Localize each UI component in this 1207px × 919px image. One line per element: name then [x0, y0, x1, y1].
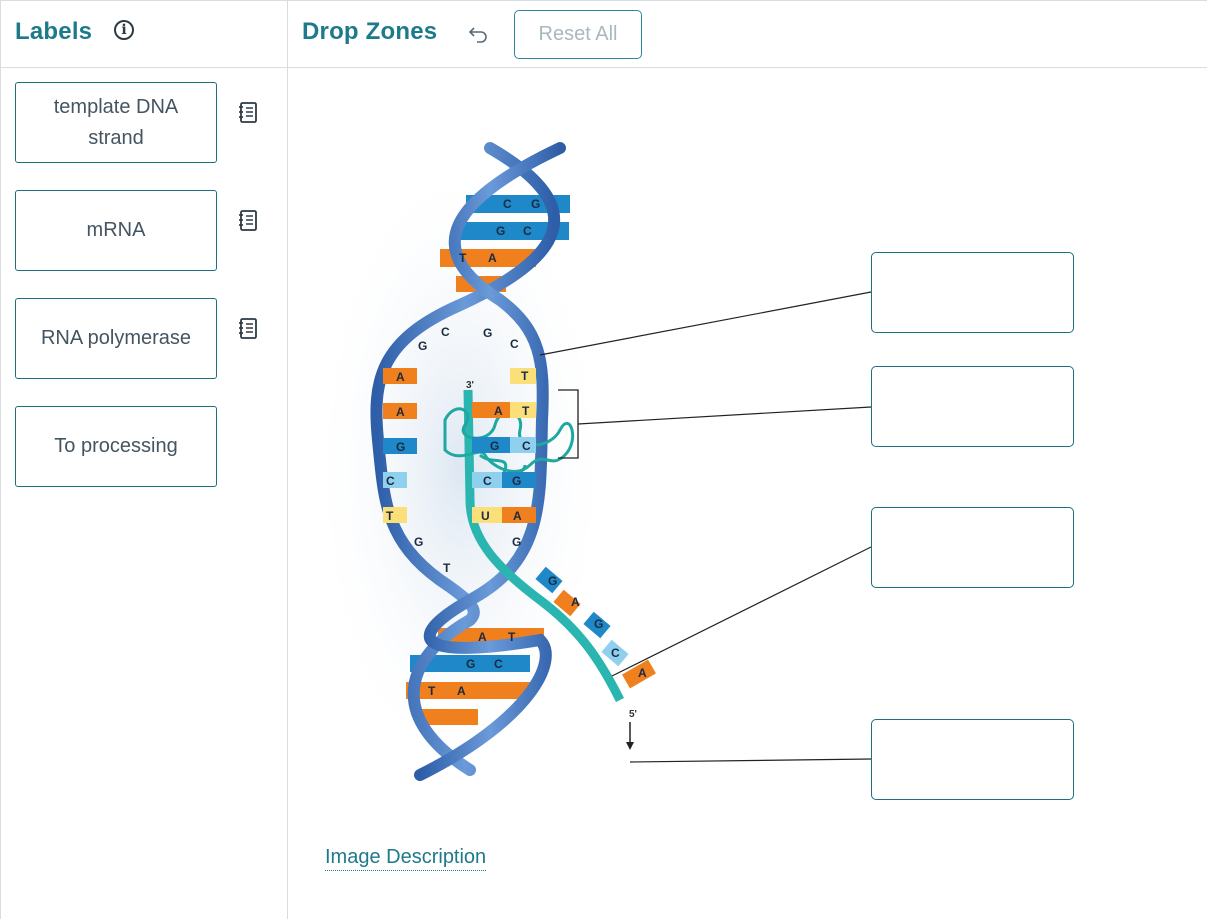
drop-zones-title: Drop Zones	[302, 18, 438, 45]
labels-title: Labels	[15, 18, 93, 45]
bottom-pair-0-b: T	[508, 630, 516, 644]
drop-zone-4[interactable]	[871, 719, 1074, 800]
label-card-template-dna[interactable]: template DNA strand	[15, 82, 217, 163]
leader-line-1	[539, 291, 872, 356]
bubble-top-3: C	[510, 337, 519, 351]
mrna-tail-1: G	[548, 574, 557, 588]
five-prime-label: 5'	[629, 709, 637, 720]
top-pair-0-b: G	[531, 197, 540, 211]
mrna-strand	[463, 389, 625, 703]
label-card-text: RNA polymerase	[40, 327, 192, 349]
notebook-icon[interactable]	[238, 102, 258, 124]
bubble-top-2: G	[483, 326, 492, 340]
mrna-tail-0: G	[512, 535, 521, 549]
top-border	[0, 0, 1207, 1]
top-pair-1-a: G	[496, 224, 505, 238]
image-description-link[interactable]: Image Description	[325, 845, 487, 871]
bottom-pair-1-a: G	[466, 657, 475, 671]
rna-polymerase-shape	[443, 407, 575, 473]
label-card-mrna[interactable]: mRNA	[15, 190, 217, 271]
top-pair-0-a: C	[503, 197, 512, 211]
left-border	[0, 0, 1, 919]
info-icon[interactable]: i	[114, 20, 134, 40]
label-card-text: mRNA	[86, 219, 146, 241]
mrna-tail-5: A	[638, 666, 647, 680]
left-base-6: T	[443, 561, 451, 575]
dna-backbone	[370, 142, 566, 781]
paired-1-b: C	[522, 439, 531, 453]
notebook-icon[interactable]	[238, 210, 258, 232]
paired-0-b: T	[522, 404, 530, 418]
three-prime-label: 3'	[466, 380, 474, 391]
mrna-tail-2: A	[571, 595, 580, 609]
label-card-to-processing[interactable]: To processing	[15, 406, 217, 487]
bottom-pair-2-a: T	[428, 684, 436, 698]
left-base-0: A	[396, 370, 405, 384]
template-strand-bases	[383, 368, 417, 523]
paired-1-a: G	[490, 439, 499, 453]
bottom-pair-2-b: A	[457, 684, 466, 698]
paired-3-a: U	[481, 509, 490, 523]
paired-2-a: C	[483, 474, 492, 488]
direction-arrow-icon	[626, 722, 634, 750]
label-card-text: template DNA strand	[53, 95, 179, 149]
bottom-pair-0-a: A	[478, 630, 487, 644]
mrna-tail-3: G	[594, 617, 603, 631]
mrna-tail-bases	[535, 566, 656, 689]
top-base-pairs	[440, 195, 570, 292]
bubble-top-0: G	[418, 339, 427, 353]
header-divider	[0, 67, 1207, 68]
reset-all-button[interactable]: Reset All	[514, 10, 642, 59]
top-pair-2-a: T	[459, 251, 467, 265]
top-pair-2-b: A	[488, 251, 497, 265]
paired-3-b: A	[513, 509, 522, 523]
leader-lines	[539, 291, 872, 763]
paired-2-b: G	[512, 474, 521, 488]
undo-arrow-icon[interactable]	[467, 25, 489, 43]
leader-line-4	[629, 758, 872, 763]
bottom-pair-1-b: C	[494, 657, 503, 671]
drop-zone-1[interactable]	[871, 252, 1074, 333]
bubble-right-t: T	[521, 369, 529, 383]
paired-bases	[472, 368, 536, 523]
paired-0-a: A	[494, 404, 503, 418]
panel-divider	[287, 0, 288, 919]
label-card-rna-polymerase[interactable]: RNA polymerase	[15, 298, 217, 379]
base-letters: C G G C T A G C G C A A G C T G T A T G …	[386, 197, 647, 698]
leader-line-2	[577, 406, 872, 425]
drop-zone-2[interactable]	[871, 366, 1074, 447]
left-base-1: A	[396, 405, 405, 419]
left-base-5: G	[414, 535, 423, 549]
bubble-top-1: C	[441, 325, 450, 339]
left-base-2: G	[396, 440, 405, 454]
label-card-text: To processing	[54, 435, 178, 457]
left-base-4: T	[386, 509, 394, 523]
notebook-icon[interactable]	[238, 318, 258, 340]
top-pair-1-b: C	[523, 224, 532, 238]
leader-line-3	[611, 546, 872, 677]
left-base-3: C	[386, 474, 395, 488]
mrna-tail-4: C	[611, 646, 620, 660]
drop-zone-3[interactable]	[871, 507, 1074, 588]
